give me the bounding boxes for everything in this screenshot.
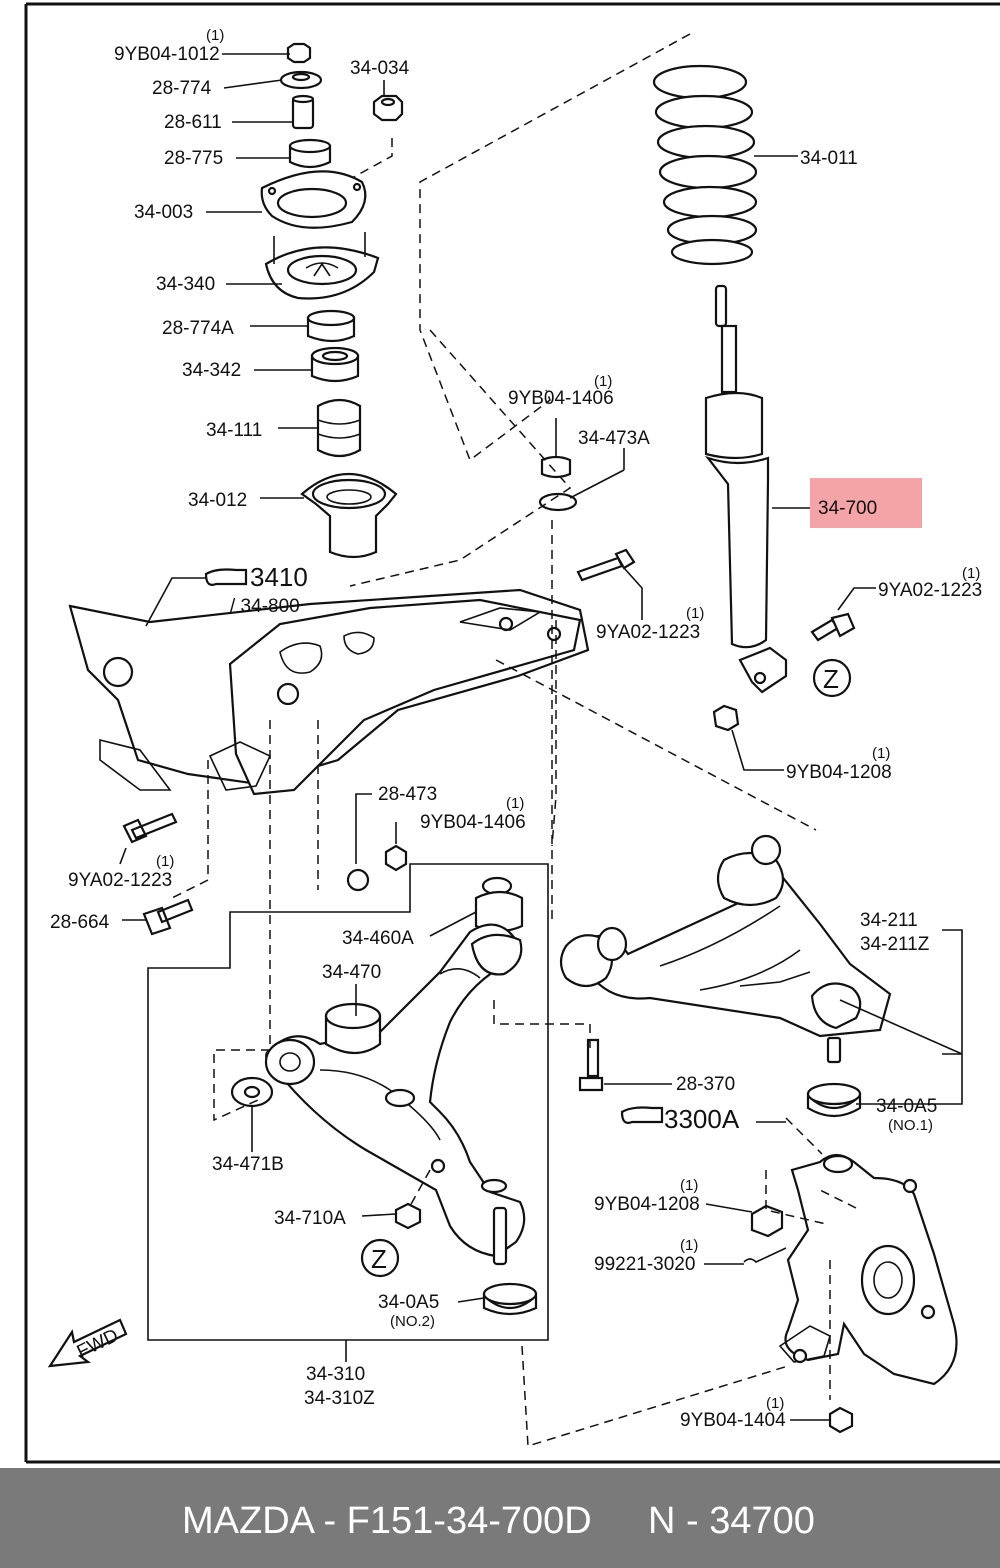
- label-34-470[interactable]: 34-470: [322, 962, 381, 983]
- hand-pointer-icon: [204, 568, 248, 586]
- label-34-0a5-no2[interactable]: 34-0A5: [378, 1292, 439, 1313]
- hand-pointer-icon: [620, 1106, 664, 1124]
- label-34-310[interactable]: 34-310: [306, 1364, 365, 1385]
- bolt-28-370-shape: [578, 1038, 604, 1092]
- label-34-473a[interactable]: 34-473A: [578, 428, 650, 449]
- leader-lines: [119, 53, 963, 1421]
- label-9yb04-1012[interactable]: 9YB04-1012: [114, 44, 220, 65]
- center-washer: [538, 492, 578, 512]
- qty-9yb04-1406-a: (1): [594, 373, 612, 390]
- label-34-003[interactable]: 34-003: [134, 202, 193, 223]
- label-34-310z[interactable]: 34-310Z: [304, 1388, 375, 1409]
- qty-9yb04-1012: (1): [206, 27, 224, 44]
- label-34-342[interactable]: 34-342: [182, 360, 241, 381]
- label-34-460a[interactable]: 34-460A: [342, 928, 414, 949]
- z-marker-upper: Z: [823, 664, 839, 694]
- qty-34-0a5-no2: (NO.2): [390, 1313, 435, 1330]
- shock-bolt: [810, 612, 856, 642]
- label-28-774[interactable]: 28-774: [152, 78, 212, 99]
- qty-9yb04-1208-b: (1): [680, 1177, 698, 1194]
- fwd-arrow: [47, 1318, 128, 1368]
- ref-3410-sub: / 34-800: [230, 596, 300, 617]
- boot-upper: [806, 1082, 862, 1118]
- highlight-box: [810, 478, 922, 528]
- suspension-exploded-diagram: (1) 9YB04-1012 28-774 28-611 28-775 34-0…: [24, 2, 1000, 1464]
- label-28-774a[interactable]: 28-774A: [162, 318, 234, 339]
- left-bolt-shape: [122, 812, 178, 844]
- label-9yb04-1208-b[interactable]: 9YB04-1208: [594, 1194, 700, 1215]
- label-9yb04-1208-a[interactable]: 9YB04-1208: [786, 762, 892, 783]
- qty-9ya02-1223-b: (1): [686, 605, 704, 622]
- qty-99221-3020: (1): [680, 1237, 698, 1254]
- qty-9ya02-1223-c: (1): [156, 853, 174, 870]
- upper-arm: [559, 834, 892, 1064]
- label-28-473[interactable]: 28-473: [378, 784, 437, 805]
- shock-absorber: [704, 284, 788, 694]
- label-28-664[interactable]: 28-664: [50, 912, 110, 933]
- label-9ya02-1223-b[interactable]: 9YA02-1223: [596, 622, 700, 643]
- middle-bolt: [576, 548, 636, 582]
- nut-9yb04-1404-shape: [828, 1406, 854, 1434]
- bolt-28-664-shape: [142, 898, 194, 936]
- knuckle-nut-shape: [750, 1204, 784, 1238]
- part-labels: (1) 9YB04-1012 28-774 28-611 28-775 34-0…: [50, 27, 982, 1431]
- label-34-700[interactable]: 34-700: [818, 498, 877, 519]
- z-marker-lower: Z: [371, 1244, 387, 1274]
- footer-bar: MAZDA - F151-34-700D N - 34700: [0, 1468, 1000, 1568]
- footer-part-number: MAZDA - F151-34-700D: [182, 1500, 592, 1542]
- assembly-lines: [167, 33, 857, 1447]
- label-9yb04-1406-b[interactable]: 9YB04-1406: [420, 812, 526, 833]
- qty-9yb04-1404: (1): [766, 1395, 784, 1412]
- label-34-211[interactable]: 34-211: [860, 910, 918, 931]
- qty-9yb04-1406-b: (1): [506, 795, 524, 812]
- shock-nut: [712, 704, 740, 732]
- coil-spring: [652, 64, 758, 266]
- lower-arm-assembly: [230, 876, 538, 1316]
- nut-9yb04-1406-shape: [384, 844, 408, 872]
- knuckle: [778, 1153, 958, 1386]
- label-34-710a[interactable]: 34-710A: [274, 1208, 346, 1229]
- reference-3300a[interactable]: 3300A: [620, 1104, 786, 1134]
- label-9ya02-1223-a[interactable]: 9YA02-1223: [878, 580, 982, 601]
- footer-code: N - 34700: [648, 1500, 815, 1542]
- label-9ya02-1223-c[interactable]: 9YA02-1223: [68, 870, 172, 891]
- qty-9yb04-1208-a: (1): [872, 745, 890, 762]
- label-34-012[interactable]: 34-012: [188, 490, 247, 511]
- label-34-011[interactable]: 34-011: [800, 148, 858, 169]
- label-28-370[interactable]: 28-370: [676, 1074, 735, 1095]
- subframe: [68, 588, 590, 796]
- center-nut: [540, 455, 572, 479]
- reference-3410[interactable]: 3410 / 34-800: [145, 562, 308, 627]
- qty-34-0a5-no1: (NO.1): [888, 1117, 933, 1134]
- label-28-775[interactable]: 28-775: [164, 148, 223, 169]
- label-34-211z[interactable]: 34-211Z: [860, 934, 930, 955]
- label-9yb04-1406-a[interactable]: 9YB04-1406: [508, 388, 614, 409]
- ref-3410-number: 3410: [250, 562, 308, 592]
- strut-mount-stack: [260, 42, 404, 559]
- washer-28-473-shape: [346, 868, 370, 892]
- label-34-0a5-no1[interactable]: 34-0A5: [876, 1096, 937, 1117]
- z-marker-lower-shape: [360, 1238, 400, 1278]
- label-34-034[interactable]: 34-034: [350, 58, 410, 79]
- label-34-471b[interactable]: 34-471B: [212, 1154, 284, 1175]
- label-99221-3020[interactable]: 99221-3020: [594, 1254, 695, 1275]
- z-marker-upper-shape: [812, 658, 852, 698]
- label-34-111[interactable]: 34-111: [206, 420, 262, 441]
- cotter-pin-shape: [743, 1247, 787, 1263]
- label-34-340[interactable]: 34-340: [156, 274, 215, 295]
- ref-3300a-number: 3300A: [664, 1104, 740, 1134]
- label-9yb04-1404[interactable]: 9YB04-1404: [680, 1410, 786, 1431]
- qty-9ya02-1223-a: (1): [962, 565, 980, 582]
- label-28-611[interactable]: 28-611: [164, 112, 222, 133]
